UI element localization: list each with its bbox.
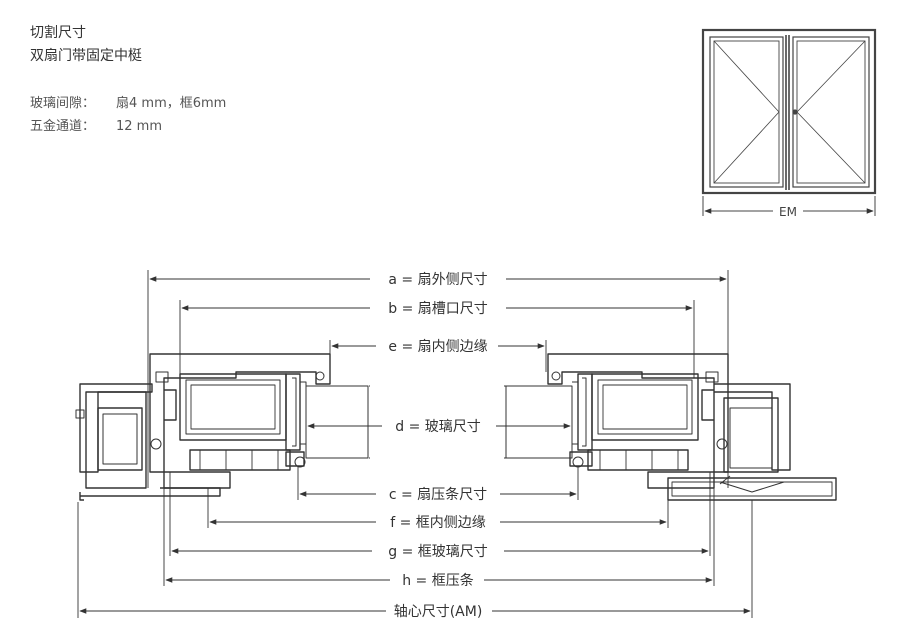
em-dimension: EM: [702, 196, 876, 219]
em-label: EM: [779, 205, 797, 219]
dimension-labels: a = 扇外侧尺寸 b = 扇槽口尺寸 e = 扇内侧边缘 d = 玻璃尺寸 c…: [388, 272, 488, 620]
spec-hardware-channel-label: 五金通道：: [30, 119, 96, 134]
spec-glass-gap-label: 玻璃间隙：: [30, 96, 96, 111]
spec-hardware-channel: 五金通道： 12 mm: [30, 115, 162, 134]
dim-d-label: d = 玻璃尺寸: [395, 418, 481, 435]
spec-glass-gap: 玻璃间隙： 扇4 mm，框6mm: [30, 92, 226, 111]
spec-hardware-channel-value: 12 mm: [116, 119, 163, 134]
dim-g-label: g = 框玻璃尺寸: [388, 543, 488, 560]
dim-f-label: f = 框内侧边缘: [390, 515, 486, 531]
page-title: 切割尺寸: [30, 25, 86, 41]
right-profile-section: [504, 353, 837, 501]
dim-am-label: 轴心尺寸(AM): [394, 604, 483, 620]
dim-c-label: c = 扇压条尺寸: [389, 486, 487, 503]
dim-h-label: h = 框压条: [402, 572, 474, 589]
door-elevation-diagram: [701, 28, 877, 195]
dim-a-label: a = 扇外侧尺寸: [388, 272, 487, 288]
dim-b-label: b = 扇槽口尺寸: [388, 301, 488, 317]
dimension-lines: [79, 276, 751, 614]
spec-glass-gap-value: 扇4 mm，框6mm: [116, 96, 227, 111]
left-profile-section: [75, 353, 370, 501]
dim-e-label: e = 扇内侧边缘: [388, 339, 487, 355]
witness-lines: [77, 270, 753, 618]
page-subtitle: 双扇门带固定中梃: [30, 48, 142, 64]
